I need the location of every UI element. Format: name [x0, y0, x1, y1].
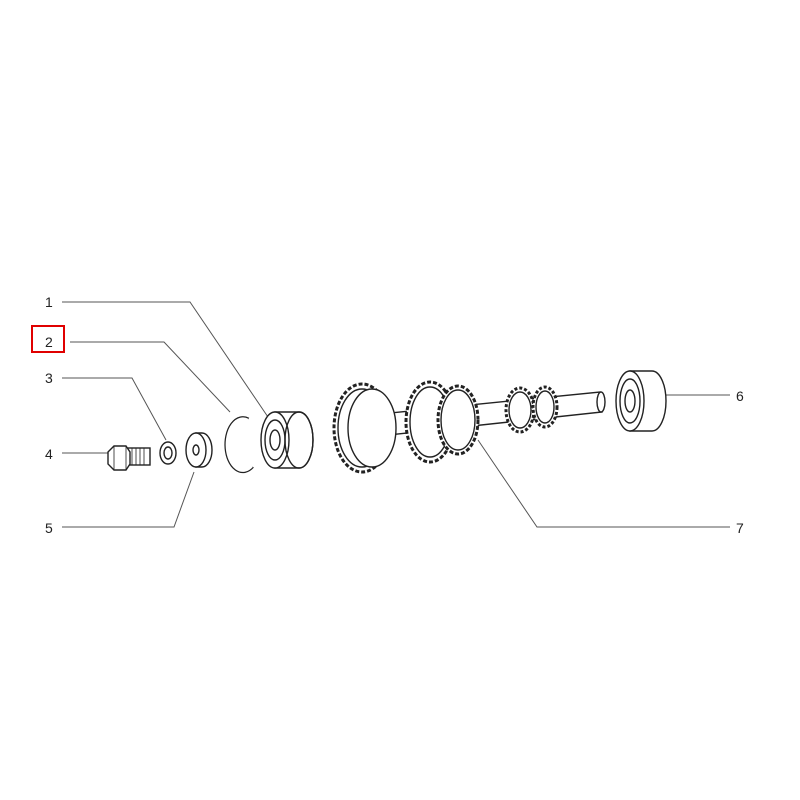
callout-label-2[interactable]: 2 [45, 334, 53, 350]
gear-shaft-part [332, 380, 606, 474]
callout-label-1[interactable]: 1 [45, 294, 53, 310]
bolt-part [107, 445, 151, 471]
highlight-box [31, 325, 65, 353]
snap-ring-part [224, 416, 254, 474]
callout-label-4[interactable]: 4 [45, 446, 53, 462]
gear-large-left [332, 382, 397, 474]
callout-label-7[interactable]: 7 [736, 520, 744, 536]
leader-line-3 [62, 377, 167, 441]
bearing-part-1 [260, 411, 314, 469]
gear-middle [404, 380, 480, 464]
washer-part [185, 432, 213, 468]
leader-line-2 [70, 341, 231, 413]
callout-label-3[interactable]: 3 [45, 370, 53, 386]
leader-line-1 [62, 301, 271, 421]
leader-line-5 [62, 471, 195, 528]
gear-small-right [504, 385, 559, 434]
leader-line-7 [477, 439, 730, 528]
bearing-part-6 [615, 370, 667, 432]
callout-label-6[interactable]: 6 [736, 388, 744, 404]
callout-label-5[interactable]: 5 [45, 520, 53, 536]
lock-washer-part [159, 441, 177, 465]
